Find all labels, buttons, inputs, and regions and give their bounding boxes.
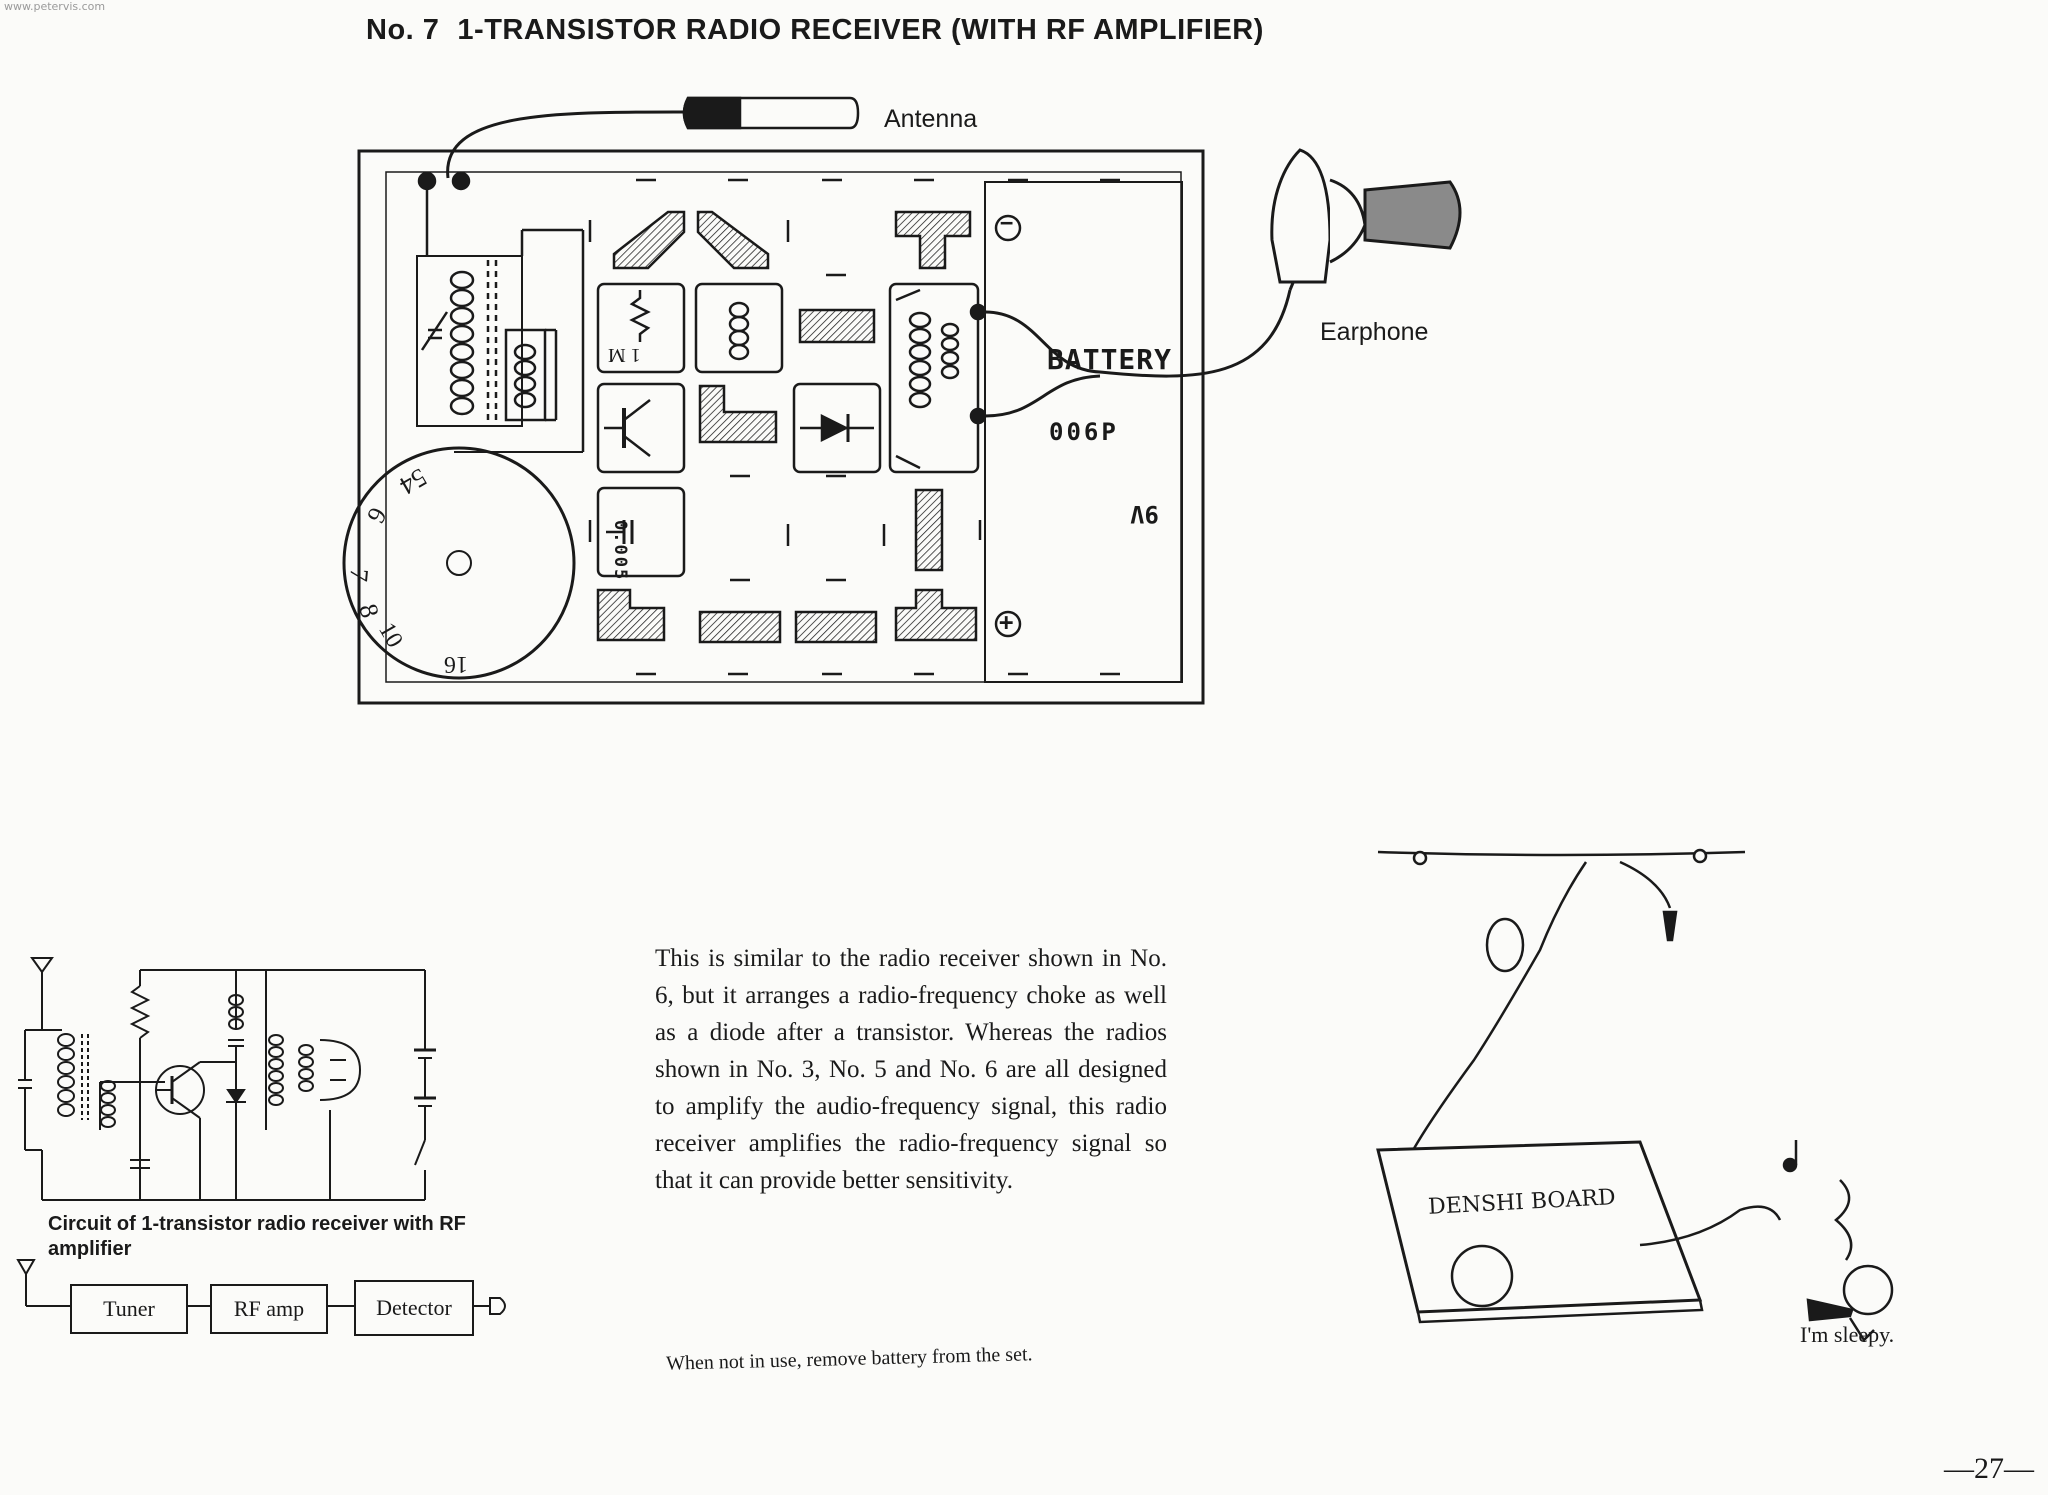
negative-terminal-sign: − [1000,211,1014,236]
battery-positive-terminal [994,610,1022,638]
schematic-caption: Circuit of 1-transistor radio receiver w… [48,1213,466,1260]
earphone-wire-2 [984,374,1101,418]
clothesline [1377,850,1746,857]
wire-block-bottom-left [596,588,666,642]
hanging-earplug [1662,910,1678,942]
block-detector: Detector [354,1280,474,1336]
block-diagram-wires [16,1259,506,1315]
capacitor-value: 0.005 [610,520,630,582]
schematic-resistor [129,985,151,1039]
experiment-title: 1-TRANSISTOR RADIO RECEIVER (WITH RF AMP… [457,14,1264,46]
module-rf-choke [694,282,784,374]
watermark: www.petervis.com [4,0,106,13]
page-title: No. 7 1-TRANSISTOR RADIO RECEIVER (WITH R… [366,14,1264,47]
antenna-label: Antenna [884,105,978,133]
denshi-board-icon [1376,1140,1703,1314]
battery-model: 006P [1049,418,1119,446]
wire-blocks [596,210,978,644]
wire-block-bottom-2 [794,610,878,644]
module-capacitor [596,486,686,578]
block-tuner: Tuner [70,1284,188,1334]
board-grid-dashes [588,178,1120,676]
schematic-switch [414,1139,426,1166]
schematic-diode [226,1089,246,1104]
battery-negative-terminal [994,214,1022,242]
antenna-lead [1410,861,1588,1153]
tuning-dial [342,446,576,680]
earphone-icon [1270,148,1462,284]
circuit-schematic [18,957,436,1201]
wire-block-mid [798,308,876,344]
wire-block-diagonal-right [696,210,770,270]
sleepy-illustration [1376,848,1894,1342]
wire-block-t-center [698,384,778,444]
dial-number-16: 16 [444,651,468,677]
earphone-terminal-bottom [969,407,987,425]
antenna-terminal-2 [451,171,471,191]
music-notes-icon [1834,1179,1853,1261]
resistor-icon [629,290,651,342]
earphone-terminal-top [969,303,987,321]
sleepy-caption: I'm sleepy. [1800,1322,1895,1347]
dial-center [446,550,472,576]
battery-compartment [984,181,1183,683]
sleepy-character-body [1806,1298,1854,1322]
earphone-lead [1639,1205,1782,1247]
dial-number-7: 7 [343,567,375,583]
antenna-wire [446,110,691,179]
wire-block-t-top [894,210,972,270]
module-transistor [596,382,686,474]
earphone-label: Earphone [1320,318,1429,346]
wire-block-bottom-1 [698,610,782,644]
positive-terminal-sign: + [999,608,1014,636]
wire-block-diagonal-left [612,210,686,270]
battery-voltage: 9V [1130,500,1159,528]
board-outline [357,149,1205,705]
resistor-value: 1 M [608,344,641,366]
secondary-coil [504,328,547,422]
antenna-clip [682,96,742,130]
module-transformer [888,282,980,474]
block-rf-amp: RF amp [210,1284,328,1334]
earphone-wire-1 [984,289,1292,378]
module-resistor [596,282,686,374]
page-number: —27— [1944,1452,2034,1485]
tuning-coil [449,270,475,416]
sleepy-character-head [1842,1264,1894,1316]
description-paragraph: This is similar to the radio receiver sh… [655,945,1167,1194]
wire-block-bottom-t [894,588,978,642]
experiment-number: No. 7 [366,14,440,46]
wire-block-vertical [914,488,944,572]
schematic-earphone [319,1039,362,1101]
antenna-symbol [30,957,54,974]
tuning-coil-frame [416,255,523,427]
module-diode [792,382,882,474]
battery-label: BATTERY [1047,343,1173,376]
